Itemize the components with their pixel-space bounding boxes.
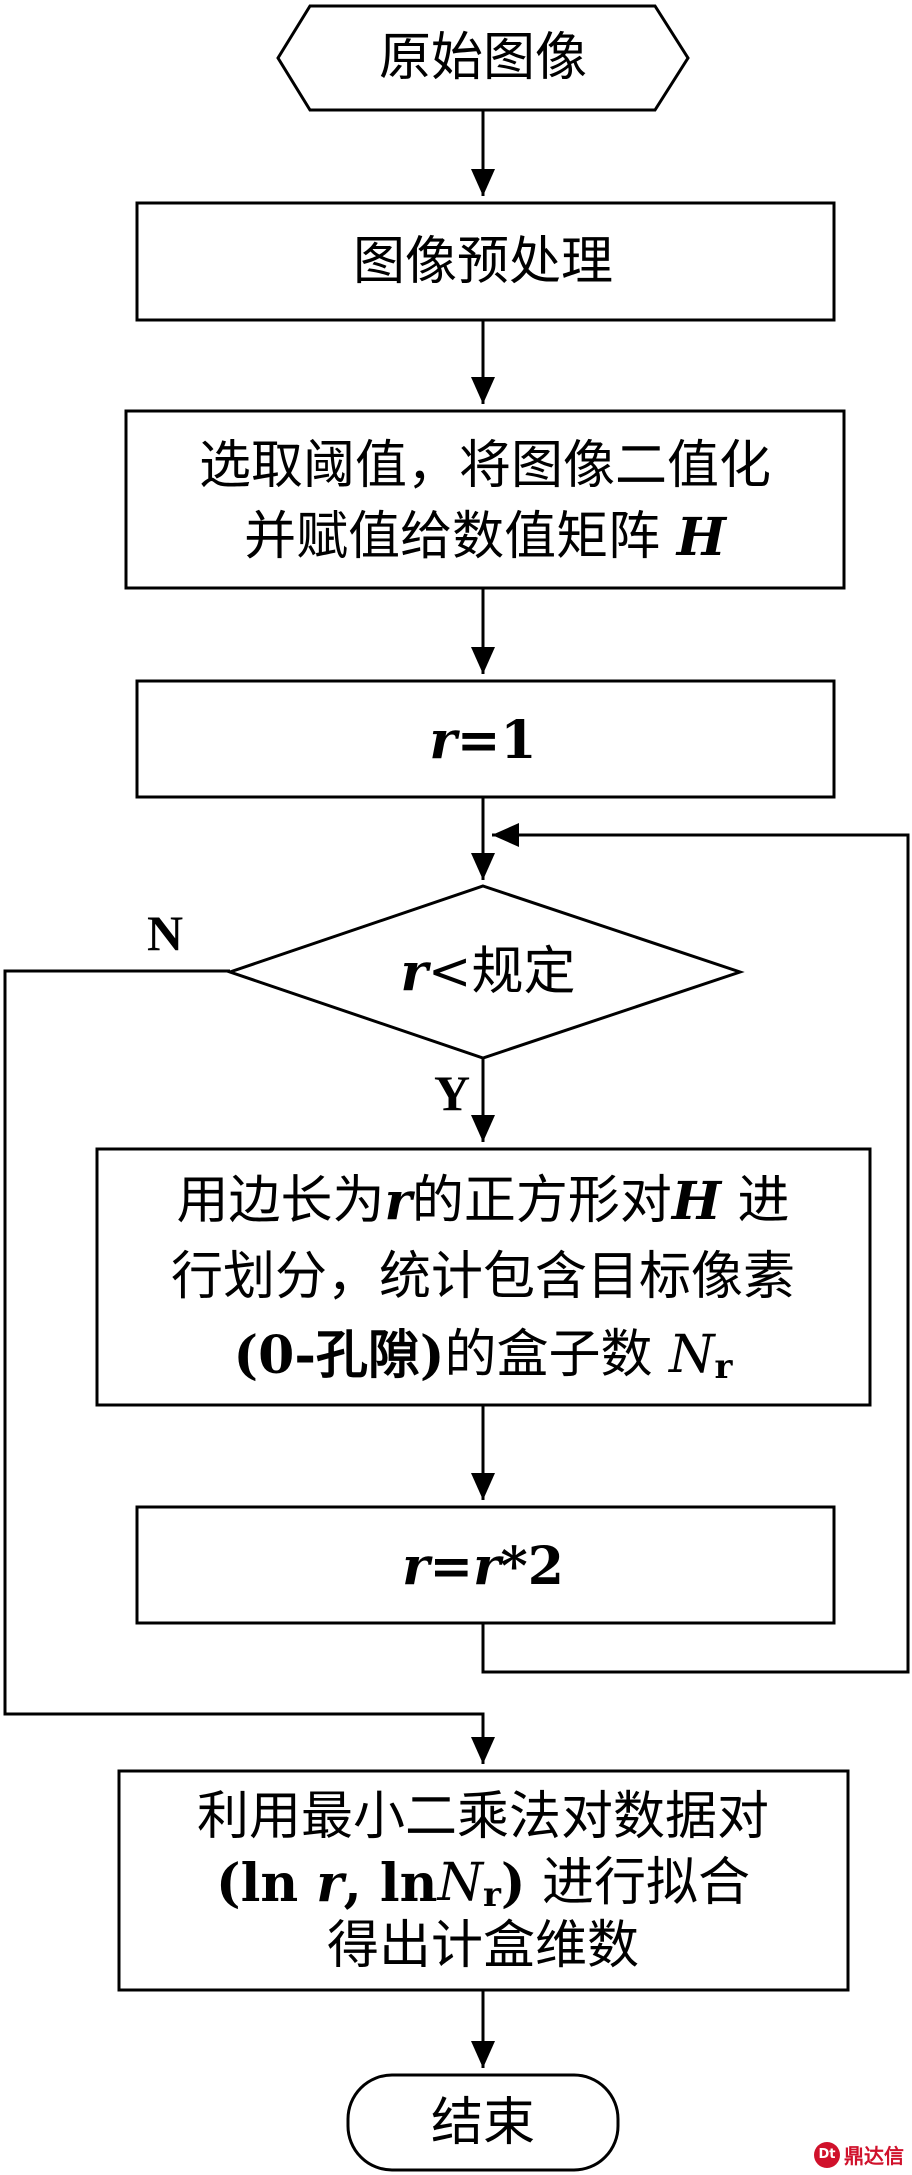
threshold-label-line1: 选取阈值，将图像二值化 (199, 436, 771, 496)
edge-label-no: N (147, 905, 183, 961)
threshold-label-line2: 并赋值给数值矩阵 H (244, 507, 728, 568)
fit-label-line2: (ln r, lnNr) 进行拟合 (216, 1853, 750, 1916)
preprocess-label: 图像预处理 (353, 232, 613, 292)
preprocess-node (135, 201, 836, 322)
count-label-line2: 行划分，统计包含目标像素 (171, 1247, 795, 1307)
decision-label: r<规定 (401, 942, 576, 1003)
init-label: r=1 (429, 710, 536, 771)
update-node (135, 1505, 836, 1625)
count-label-line3: (0-孔隙)的盒子数 Nr (234, 1325, 734, 1388)
watermark-text: 鼎达信 (844, 2144, 904, 2168)
watermark-logo-icon: Dt (814, 2141, 840, 2168)
edge-loop-back (481, 823, 910, 1674)
edge-label-yes: Y (434, 1065, 470, 1121)
count-label-line1: 用边长为r的正方形对H 进 (176, 1171, 789, 1232)
fit-label-line1: 利用最小二乘法对数据对 (197, 1787, 769, 1847)
end-label: 结束 (431, 2093, 535, 2153)
update-label: r=r*2 (402, 1536, 564, 1597)
count-node (95, 1147, 872, 1407)
start-label: 原始图像 (379, 28, 587, 88)
publisher-watermark: Dt 鼎达信 (814, 2140, 904, 2169)
fit-node (117, 1769, 850, 1992)
start-node (276, 4, 690, 112)
init-node (135, 679, 836, 799)
edge-decision-no (3, 969, 495, 1764)
end-node (346, 2073, 620, 2172)
threshold-node (124, 409, 846, 590)
fit-label-line3: 得出计盒维数 (327, 1916, 639, 1976)
decision-node (225, 884, 745, 1060)
